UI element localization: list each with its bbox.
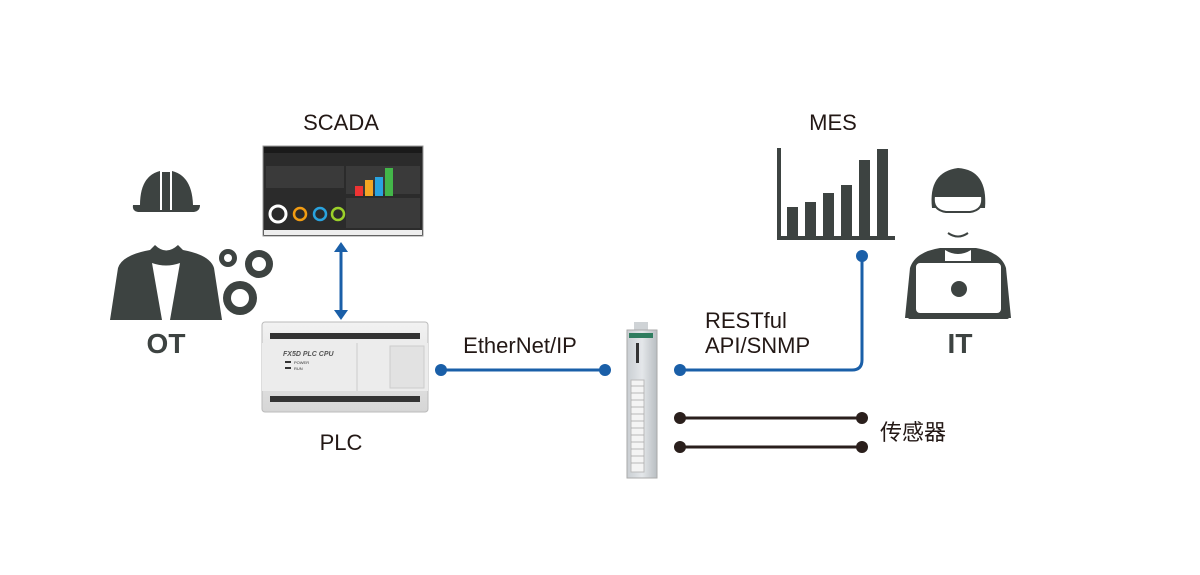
plc-run-label: RUN [294, 366, 303, 371]
scada-screen [262, 145, 424, 237]
restful-link [674, 250, 868, 376]
ot-worker-icon [110, 170, 273, 320]
sensor-label: 传感器 [880, 420, 946, 445]
scada-label: SCADA [303, 110, 379, 135]
io-gateway-device [626, 322, 658, 479]
api-snmp-label: API/SNMP [705, 333, 810, 358]
bar-chart-icon [777, 148, 895, 240]
ethernet-ip-label: EtherNet/IP [463, 333, 577, 358]
gears-icon [219, 249, 273, 315]
ot-label: OT [147, 328, 186, 359]
plc-label: PLC [320, 430, 363, 455]
scada-plc-arrow [334, 242, 348, 320]
plc-power-label: POWER [294, 360, 309, 365]
laptop-icon [908, 261, 1009, 319]
it-user-icon [905, 168, 1011, 319]
ethernet-ip-link [435, 364, 611, 376]
it-label: IT [948, 328, 973, 359]
mes-label: MES [809, 110, 857, 135]
plc-device: FX5D PLC CPU POWER RUN [261, 321, 429, 413]
sensor-links [674, 412, 868, 453]
plc-model-label: FX5D PLC CPU [283, 351, 335, 358]
restful-label: RESTful [705, 308, 787, 333]
